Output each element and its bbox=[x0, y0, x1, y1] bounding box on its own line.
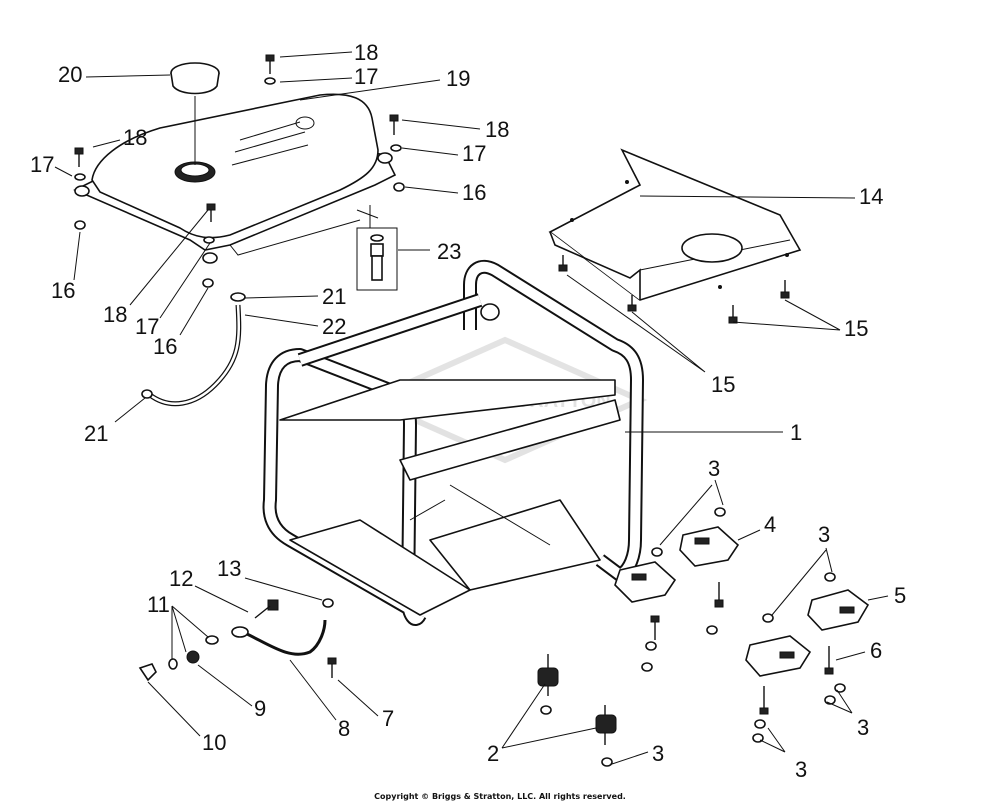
frame bbox=[262, 259, 644, 626]
callout-13: 13 bbox=[217, 556, 241, 581]
mount-hardware bbox=[641, 507, 846, 743]
vibration-mounts bbox=[537, 654, 617, 767]
callout-3: 3 bbox=[795, 757, 807, 782]
callout-7: 7 bbox=[382, 706, 394, 731]
fuel-cap bbox=[170, 62, 220, 165]
callout-18: 18 bbox=[103, 302, 127, 327]
heat-shield bbox=[548, 148, 802, 301]
callout-17: 17 bbox=[354, 64, 378, 89]
callout-21: 21 bbox=[322, 284, 346, 309]
callout-18: 18 bbox=[123, 125, 147, 150]
callout-20: 20 bbox=[58, 62, 82, 87]
callout-15: 15 bbox=[711, 372, 735, 397]
callout-11: 11 bbox=[147, 592, 170, 617]
callout-10: 10 bbox=[202, 730, 226, 755]
fuel-tank bbox=[73, 93, 397, 264]
callout-18: 18 bbox=[354, 40, 378, 65]
callout-17: 17 bbox=[135, 314, 159, 339]
callout-19: 19 bbox=[446, 66, 470, 91]
callout-23: 23 bbox=[437, 239, 461, 264]
tank-fasteners bbox=[74, 54, 405, 288]
callout-3: 3 bbox=[818, 522, 830, 547]
callout-9: 9 bbox=[254, 696, 266, 721]
callout-6: 6 bbox=[870, 638, 882, 663]
shield-screws bbox=[558, 255, 790, 324]
leader-lines bbox=[54, 51, 889, 765]
callout-16: 16 bbox=[462, 180, 486, 205]
callout-labels: 18 17 19 20 18 17 18 17 16 16 18 17 16 2… bbox=[30, 40, 906, 782]
callout-3: 3 bbox=[857, 715, 869, 740]
callout-16: 16 bbox=[51, 278, 75, 303]
fuel-valve bbox=[356, 205, 398, 291]
callout-8: 8 bbox=[338, 716, 350, 741]
callout-21: 21 bbox=[84, 421, 108, 446]
callout-1: 1 bbox=[790, 420, 802, 445]
mount-brackets bbox=[614, 526, 870, 677]
callout-4: 4 bbox=[764, 512, 776, 537]
callout-14: 14 bbox=[859, 184, 883, 209]
callout-12: 12 bbox=[169, 566, 193, 591]
callout-3: 3 bbox=[652, 741, 664, 766]
callout-2: 2 bbox=[487, 741, 499, 766]
ground-wire-kit bbox=[138, 598, 337, 682]
callout-17: 17 bbox=[462, 141, 486, 166]
callout-5: 5 bbox=[894, 583, 906, 608]
callout-3: 3 bbox=[708, 456, 720, 481]
callout-15: 15 bbox=[844, 316, 868, 341]
fuel-line bbox=[141, 292, 246, 407]
callout-22: 22 bbox=[322, 314, 346, 339]
copyright-notice: Copyright © Briggs & Stratton, LLC. All … bbox=[374, 792, 626, 801]
callout-16: 16 bbox=[153, 334, 177, 359]
callout-18: 18 bbox=[485, 117, 509, 142]
callout-17: 17 bbox=[30, 152, 54, 177]
